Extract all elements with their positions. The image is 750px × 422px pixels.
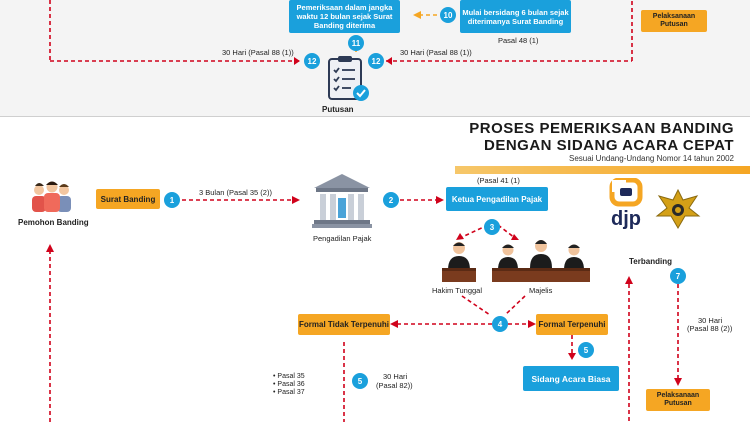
top-connectors xyxy=(49,0,633,65)
djp-logo: djp xyxy=(606,178,646,236)
hakim-tunggal-icon xyxy=(442,242,476,282)
formal-terpenuhi-label: Formal Terpenuhi xyxy=(538,320,606,329)
mulai-bersidang-box: Mulai bersidang 6 bulan sejak diterimany… xyxy=(460,0,571,33)
right-30-hari-label: 30 Hari (Pasal 88 (1)) xyxy=(400,48,472,57)
ketua-label: Ketua Pengadilan Pajak xyxy=(451,194,543,204)
step-11-badge: 11 xyxy=(348,35,364,51)
step-3-label: 3 xyxy=(489,222,495,232)
pasal-48-label: Pasal 48 (1) xyxy=(498,36,539,45)
surat-banding-box: Surat Banding xyxy=(96,189,160,209)
page-title-line2: DENGAN SIDANG ACARA CEPAT xyxy=(483,137,734,154)
pasal-82-label: (Pasal 82)) xyxy=(376,381,413,390)
garuda-emblem-icon xyxy=(655,188,701,229)
pasal-88-line2-label: (Pasal 88 (2)) xyxy=(687,324,733,333)
step-12-left-badge: 12 xyxy=(304,53,320,69)
step-5-right-label: 5 xyxy=(583,345,589,355)
pemohon-banding-label: Pemohon Banding xyxy=(18,218,89,227)
pasal-88-line1-label: 30 Hari xyxy=(698,316,723,325)
step-7-badge: 7 xyxy=(670,268,686,284)
terbanding-label: Terbanding xyxy=(629,257,672,266)
step-3-badge: 3 xyxy=(484,219,500,235)
section-divider xyxy=(0,116,750,117)
step-5-left-badge: 5 xyxy=(352,373,368,389)
pemeriksaan-label: Pemeriksaan dalam jangka waktu 12 bulan … xyxy=(296,3,393,30)
page-subtitle: Sesuai Undang-Undang Nomor 14 tahun 2002 xyxy=(568,154,734,163)
majelis-label: Majelis xyxy=(529,286,553,295)
pelaksanaan-bottom-label: Pelaksanaan Putusan xyxy=(656,392,700,407)
step-5-right-badge: 5 xyxy=(578,342,594,358)
pasal-41-label: (Pasal 41 (1) xyxy=(477,176,520,185)
pemeriksaan-box: Pemeriksaan dalam jangka waktu 12 bulan … xyxy=(289,0,400,33)
majelis-judges-icon xyxy=(492,240,590,282)
pelaksanaan-putusan-bottom-box: Pelaksanaan Putusan xyxy=(646,389,710,411)
step-5-left-label: 5 xyxy=(357,376,363,386)
courthouse-icon xyxy=(312,174,372,228)
step-7-label: 7 xyxy=(675,271,681,281)
pasal-37-label: • Pasal 37 xyxy=(273,389,305,396)
mulai-bersidang-label: Mulai bersidang 6 bulan sejak diterimany… xyxy=(462,7,569,26)
step-2-badge: 2 xyxy=(383,192,399,208)
clipboard-check-icon xyxy=(328,56,369,101)
ketua-pengadilan-box: Ketua Pengadilan Pajak xyxy=(446,187,548,211)
left-30-hari-label: 30 Hari (Pasal 88 (1)) xyxy=(222,48,294,57)
step-4-label: 4 xyxy=(497,319,503,329)
step-11-label: 11 xyxy=(351,38,361,48)
djp-text: djp xyxy=(611,208,641,230)
pasal-36-label: • Pasal 36 xyxy=(273,381,305,388)
sidang-acara-biasa-box: Sidang Acara Biasa xyxy=(523,366,619,391)
page-title-line1: PROSES PEMERIKSAAN BANDING xyxy=(469,120,734,137)
pengadilan-pajak-label: Pengadilan Pajak xyxy=(313,234,372,243)
pemohon-people-icon xyxy=(32,181,71,212)
step-10-badge: 10 xyxy=(440,7,456,23)
hakim-tunggal-label: Hakim Tunggal xyxy=(432,286,483,295)
step-12-left-label: 12 xyxy=(307,56,317,66)
formal-tidak-label: Formal Tidak Terpenuhi xyxy=(299,320,389,329)
step-1-badge: 1 xyxy=(164,192,180,208)
formal-terpenuhi-box: Formal Terpenuhi xyxy=(536,314,608,335)
pasal-35-label: • Pasal 35 xyxy=(273,373,305,380)
pelaksanaan-top-label: Pelaksanaan Putusan xyxy=(652,13,696,28)
step-12-right-badge: 12 xyxy=(368,53,384,69)
hari-30-label: 30 Hari xyxy=(383,372,408,381)
formal-tidak-terpenuhi-box: Formal Tidak Terpenuhi xyxy=(298,314,390,335)
step-2-label: 2 xyxy=(388,195,394,205)
putusan-label: Putusan xyxy=(322,105,354,114)
step-1-label: 1 xyxy=(169,195,175,205)
header-accent-bar xyxy=(455,166,750,174)
sidang-biasa-label: Sidang Acara Biasa xyxy=(531,373,611,384)
step-12-right-label: 12 xyxy=(371,56,381,66)
djp-logo-mark xyxy=(609,178,643,207)
arrow-1-label: 3 Bulan (Pasal 35 (2)) xyxy=(199,188,272,197)
step-4-badge: 4 xyxy=(492,316,508,332)
surat-banding-label: Surat Banding xyxy=(100,194,156,204)
step-10-label: 10 xyxy=(443,10,453,20)
pelaksanaan-putusan-top-box: Pelaksanaan Putusan xyxy=(641,10,707,32)
